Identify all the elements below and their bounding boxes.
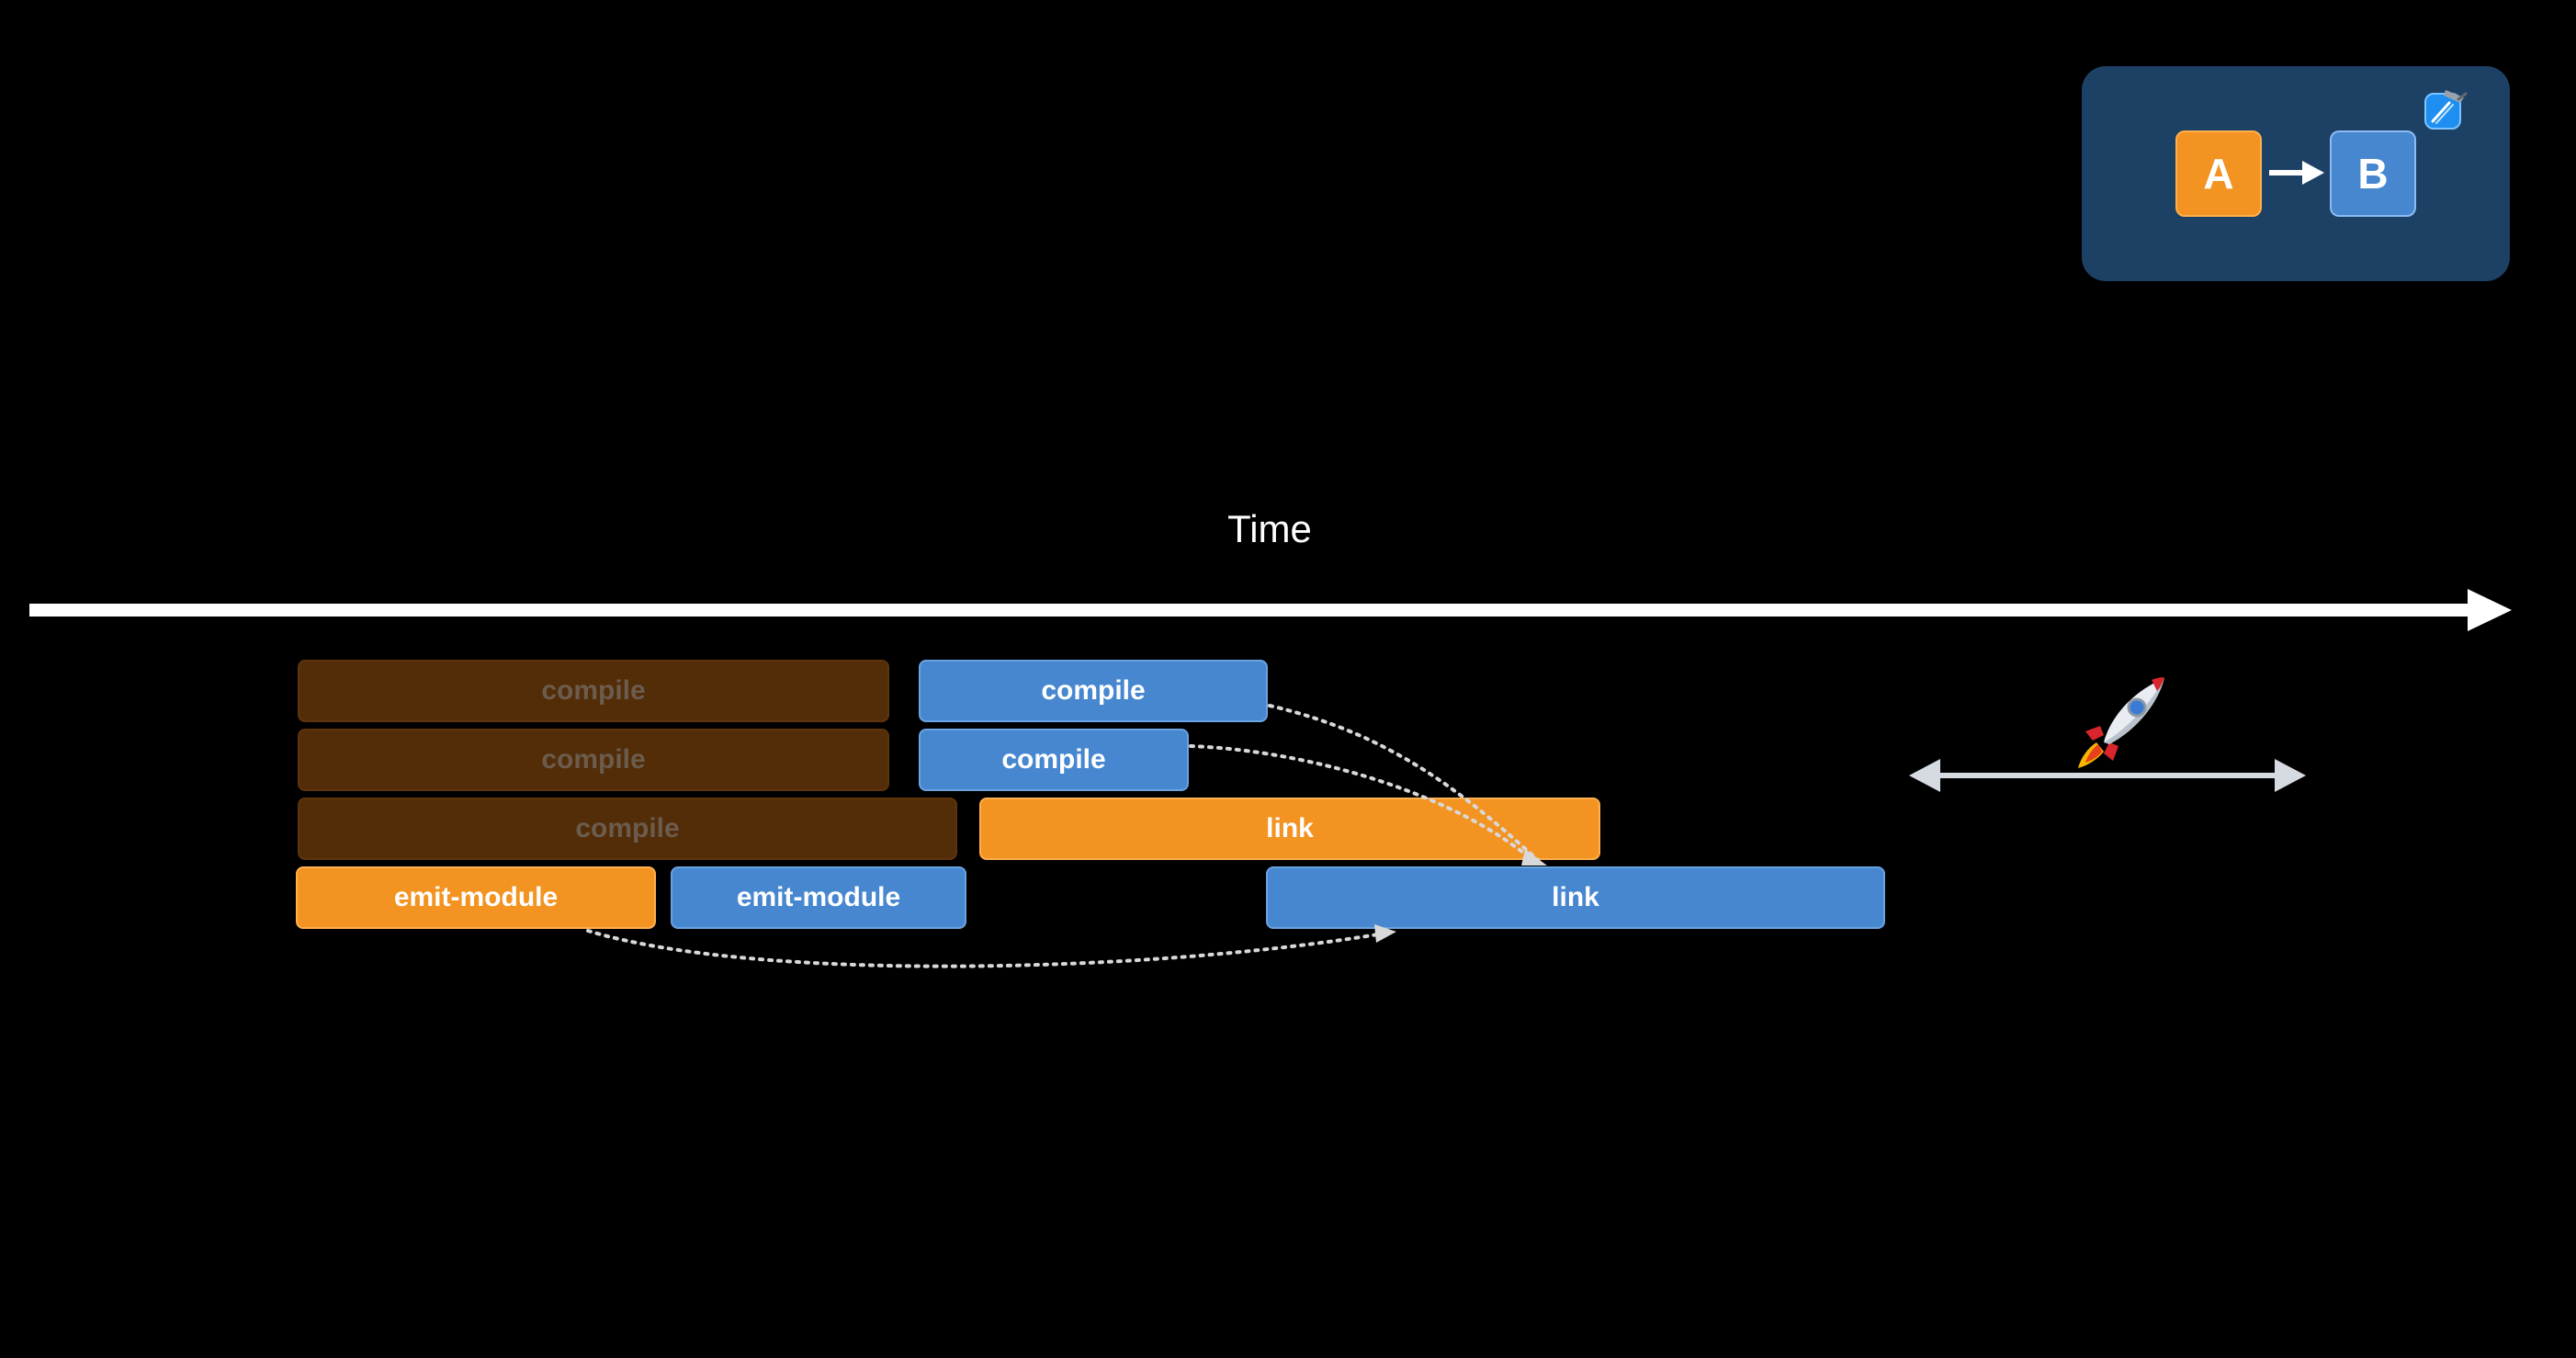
timeline-axis	[29, 604, 2473, 617]
timeline-title: Time	[1227, 507, 1312, 550]
curve-emit-module-to-link	[586, 929, 1385, 968]
task-a-compile-1: compile	[298, 660, 889, 722]
task-a-compile-2: compile	[298, 729, 889, 791]
timeline-arrowhead-icon	[2468, 589, 2512, 631]
task-b-compile-2: compile	[919, 729, 1189, 791]
task-b-emit-module: emit-module	[671, 866, 966, 929]
arrowhead-compile-link-icon	[1521, 849, 1547, 866]
dependency-arrow-icon	[2269, 161, 2324, 185]
task-a-link: link	[979, 798, 1600, 860]
arrowhead-emit-link-icon	[1374, 924, 1396, 943]
task-b-link: link	[1266, 866, 1885, 929]
task-a-compile-3: compile	[298, 798, 957, 860]
curve-compile2-to-link	[1189, 744, 1534, 862]
task-b-compile-1: compile	[919, 660, 1268, 722]
module-a-node: A	[2175, 130, 2262, 217]
double-headed-arrow-icon	[1909, 759, 2306, 792]
task-a-emit-module: emit-module	[296, 866, 656, 929]
xcode-icon	[2424, 90, 2468, 130]
module-b-node: B	[2330, 130, 2416, 217]
rocket-icon	[2078, 677, 2164, 768]
curve-compile1-to-link	[1268, 704, 1540, 862]
